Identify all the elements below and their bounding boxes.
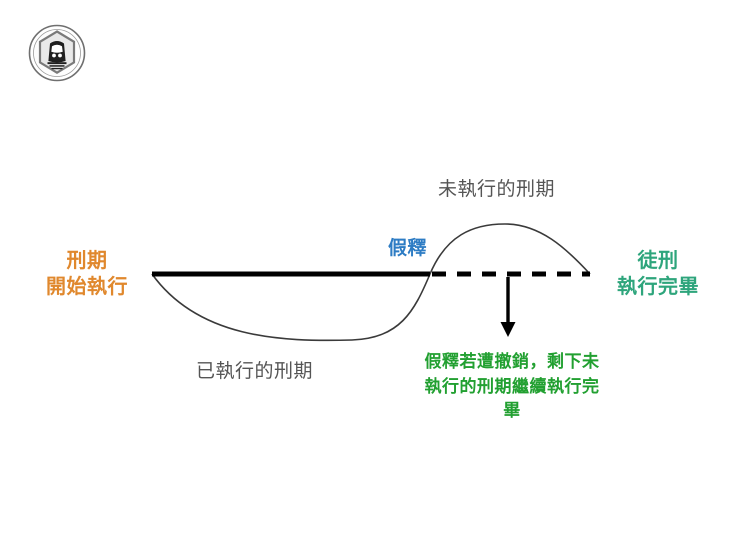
train-badge-logo [28, 24, 86, 82]
label-sentence-start: 刑期 開始執行 [22, 248, 152, 301]
label-sentence-completed-line2: 執行完畢 [617, 276, 699, 299]
train-badge-icon [28, 24, 86, 82]
label-parole: 假釋 [388, 238, 428, 259]
label-sentence-start-line1: 刑期 [66, 250, 108, 272]
label-sentence-completed: 徒刑 執行完畢 [588, 248, 728, 301]
label-revocation-note: 假釋若遭撤銷，剩下未執行的刑期繼續執行完畢 [424, 352, 600, 421]
label-sentence-start-line2: 開始執行 [46, 276, 128, 299]
revocation-arrow [500, 277, 516, 337]
label-unserved-term: 未執行的刑期 [438, 179, 556, 200]
sine-curve [151, 223, 591, 342]
label-sentence-completed-line1: 徒刑 [637, 250, 679, 272]
label-served-term: 已執行的刑期 [196, 361, 314, 382]
